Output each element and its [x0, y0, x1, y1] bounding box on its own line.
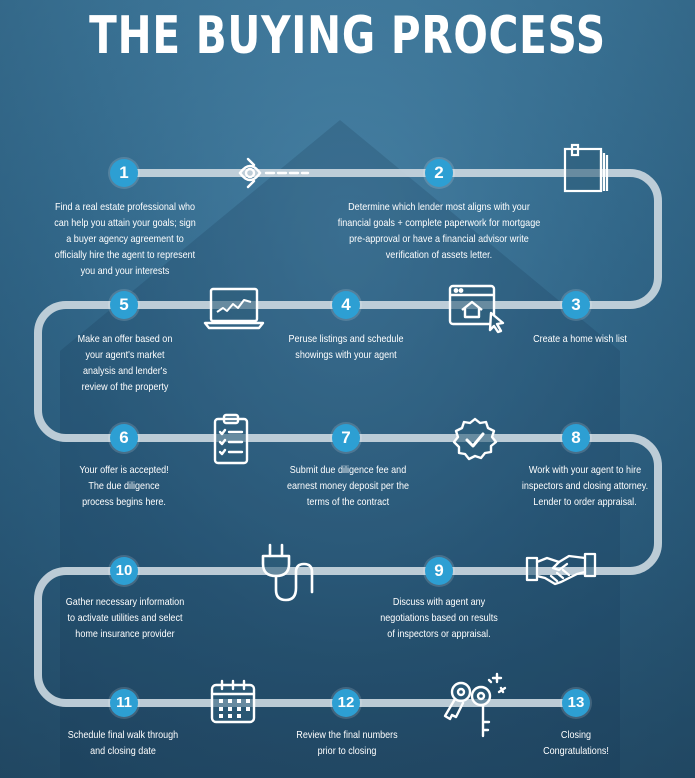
step-13-text: Closing Congratulations!	[543, 729, 609, 757]
step-7-text: Submit due diligence fee and earnest mon…	[287, 464, 409, 508]
step-7-number: 7	[332, 424, 360, 452]
step-8-text: Work with your agent to hire inspectors …	[521, 464, 649, 508]
step-4-number: 4	[332, 291, 360, 319]
calendar-icon	[209, 679, 257, 725]
step-1-number: 1	[110, 159, 138, 187]
step-5-text: Make an offer based on your agent's mark…	[77, 333, 173, 393]
notepad-icon	[562, 143, 610, 195]
handshake-icon	[525, 548, 597, 588]
clipboard-checklist-icon	[211, 413, 251, 465]
step-9-number: 9	[425, 557, 453, 585]
laptop-chart-icon	[203, 286, 265, 330]
step-6-text: Your offer is accepted! The due diligenc…	[79, 464, 169, 508]
step-4-text: Peruse listings and schedule showings wi…	[288, 333, 404, 361]
step-11-text: Schedule final walk through and closing …	[67, 729, 179, 757]
web-house-icon	[447, 283, 509, 335]
step-8-number: 8	[562, 424, 590, 452]
step-9-text: Discuss with agent any negotiations base…	[380, 596, 498, 640]
step-12-number: 12	[332, 689, 360, 717]
step-2-number: 2	[425, 159, 453, 187]
keys-icon	[441, 670, 511, 742]
step-3-text: Create a home wish list	[533, 333, 627, 345]
step-12-text: Review the final numbers prior to closin…	[296, 729, 398, 757]
step-10-number: 10	[110, 557, 138, 585]
badge-check-icon	[451, 416, 499, 464]
step-5-number: 5	[110, 291, 138, 319]
plug-icon	[258, 542, 318, 606]
step-13-number: 13	[562, 689, 590, 717]
step-6-number: 6	[110, 424, 138, 452]
page-title: THE BUYING PROCESS	[89, 6, 606, 66]
step-11-number: 11	[110, 689, 138, 717]
step-2-text: Determine which lender most aligns with …	[337, 201, 541, 261]
eye-icon	[236, 153, 316, 193]
step-1-text: Find a real estate professional who can …	[54, 201, 196, 277]
step-10-text: Gather necessary information to activate…	[65, 596, 185, 640]
step-3-number: 3	[562, 291, 590, 319]
